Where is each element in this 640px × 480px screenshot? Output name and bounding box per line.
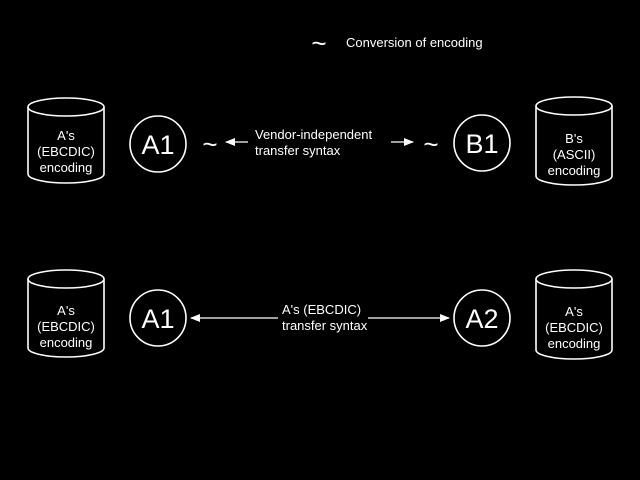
node-label: B1 [465, 129, 498, 159]
legend-label: Conversion of encoding [346, 35, 483, 50]
transfer-syntax-label-line-1: A's (EBCDIC) [282, 302, 361, 317]
conversion-tilde-left-icon: ~ [202, 129, 217, 159]
conversion-tilde-right-icon: ~ [423, 129, 438, 159]
database-b-row-1: B's (ASCII) encoding [535, 96, 613, 186]
database-label-line-3: encoding [40, 335, 93, 350]
database-label-line-1: A's [57, 128, 75, 143]
legend: ~ Conversion of encoding [311, 28, 482, 58]
row-2: A's (EBCDIC) encoding A1 A's (EBCDIC) tr… [27, 269, 613, 360]
database-a-right-row-2: A's (EBCDIC) encoding [535, 269, 613, 360]
transfer-syntax-label-line-1: Vendor-independent [255, 127, 372, 142]
database-label-line-3: encoding [548, 336, 601, 351]
node-a1-row-2: A1 [129, 289, 187, 347]
legend-tilde-icon: ~ [311, 28, 326, 58]
node-label: A1 [141, 304, 174, 334]
database-a-row-1: A's (EBCDIC) encoding [27, 97, 105, 184]
database-label-line-3: encoding [548, 163, 601, 178]
database-label-line-3: encoding [40, 160, 93, 175]
transfer-syntax-label-line-2: transfer syntax [282, 318, 368, 333]
database-label-line-2: (ASCII) [553, 147, 596, 162]
database-label-line-1: A's [57, 303, 75, 318]
database-label-line-2: (EBCDIC) [545, 320, 603, 335]
node-label: A2 [465, 304, 498, 334]
row-1: A's (EBCDIC) encoding A1 ~ Vendor-indepe… [27, 96, 613, 186]
database-a-row-2: A's (EBCDIC) encoding [27, 269, 105, 358]
database-label-line-1: B's [565, 131, 583, 146]
database-label-line-2: (EBCDIC) [37, 319, 95, 334]
node-label: A1 [141, 130, 174, 160]
database-label-line-1: A's [565, 304, 583, 319]
node-a2-row-2: A2 [453, 289, 511, 347]
node-a1-row-1: A1 [129, 115, 187, 173]
database-label-line-2: (EBCDIC) [37, 144, 95, 159]
transfer-syntax-label-line-2: transfer syntax [255, 143, 341, 158]
node-b1-row-1: B1 [453, 114, 511, 172]
